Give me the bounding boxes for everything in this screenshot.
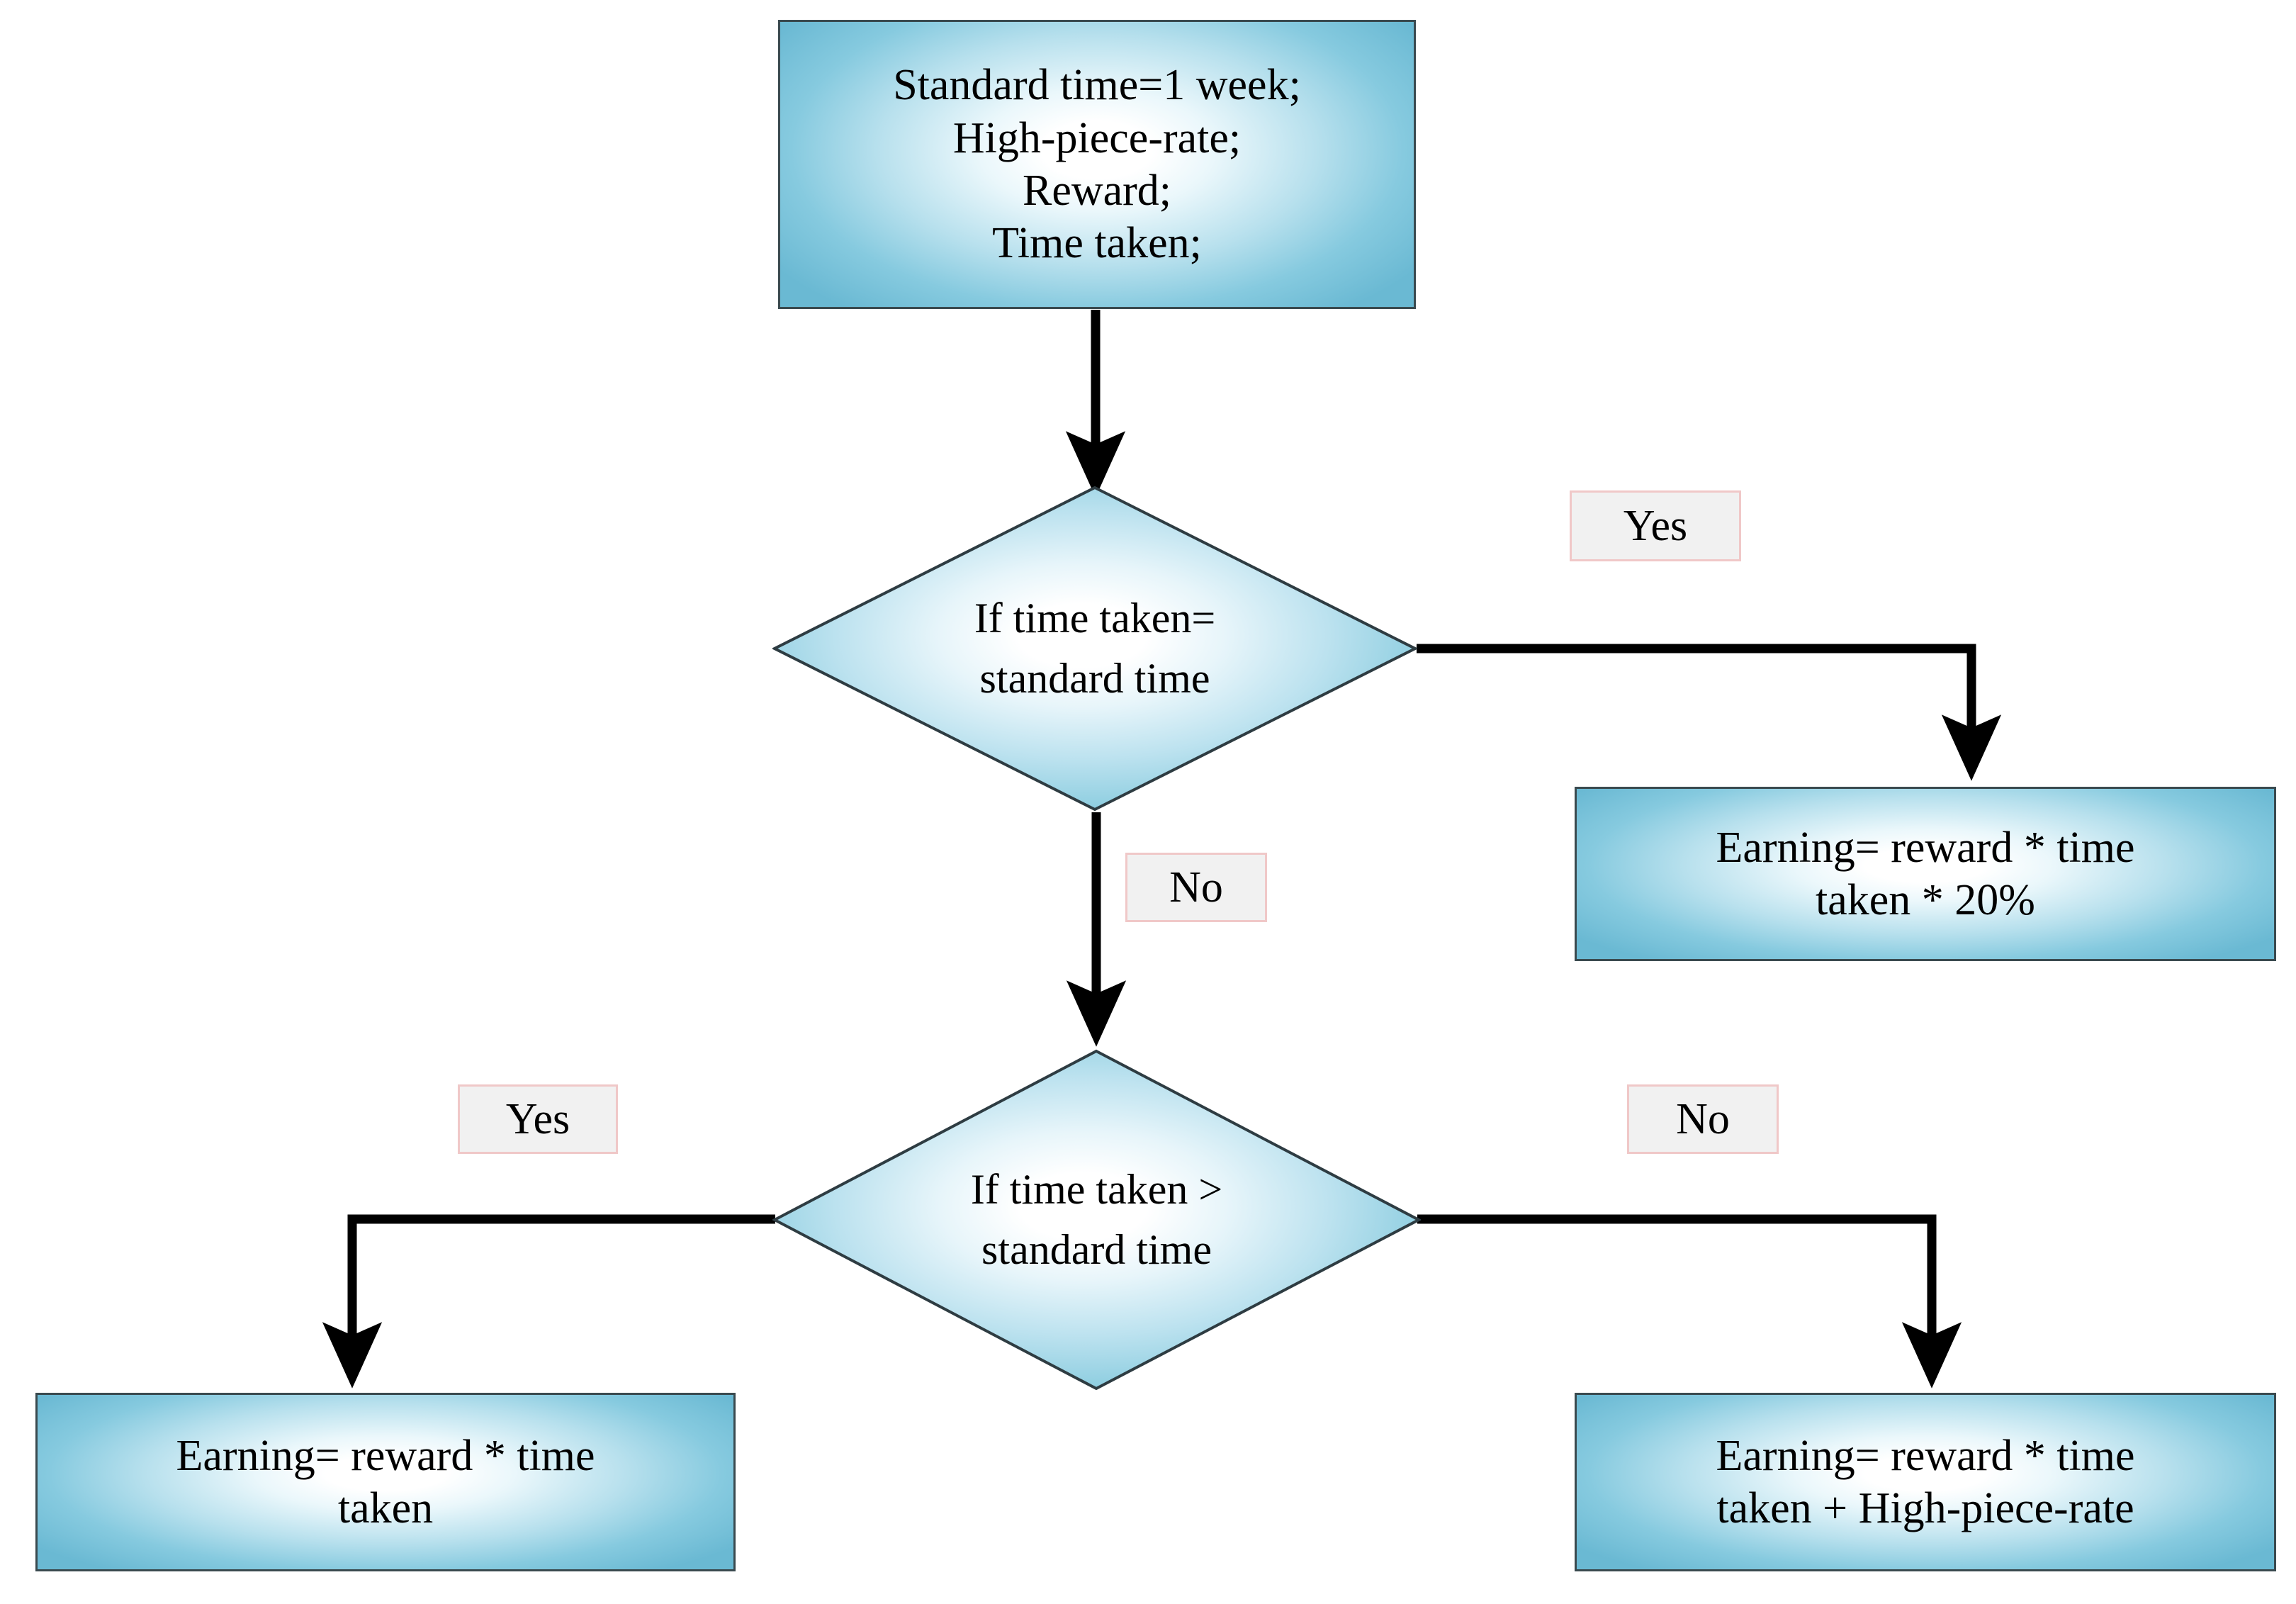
node-decision-time-greater[interactable]: If time taken > standard time — [772, 1049, 1421, 1391]
node-decision-time-equal[interactable]: If time taken= standard time — [772, 486, 1417, 812]
node-decision-time-equal-label: If time taken= standard time — [974, 594, 1216, 702]
node-earning-plain-label: Earning= reward * time taken — [176, 1431, 595, 1532]
edge-label-greater-no-text: No — [1676, 1095, 1730, 1143]
node-earning-high-piece-rate[interactable]: Earning= reward * time taken + High-piec… — [1575, 1393, 2276, 1571]
diamond-shape — [772, 1049, 1421, 1391]
node-start-label: Standard time=1 week; High-piece-rate; R… — [893, 61, 1301, 268]
node-earning-twenty-percent-label: Earning= reward * time taken * 20% — [1716, 823, 2135, 924]
edge-label-equal-yes: Yes — [1570, 490, 1741, 561]
node-start[interactable]: Standard time=1 week; High-piece-rate; R… — [778, 20, 1416, 309]
edge-label-equal-no: No — [1125, 853, 1267, 922]
edge-decision-equal-yes — [1417, 644, 2002, 781]
node-earning-plain[interactable]: Earning= reward * time taken — [35, 1393, 736, 1571]
edge-label-greater-yes-text: Yes — [505, 1095, 570, 1143]
edge-label-equal-no-text: No — [1169, 863, 1223, 912]
edge-label-equal-yes-text: Yes — [1623, 502, 1688, 550]
edge-decision-greater-yes — [322, 1214, 775, 1389]
node-earning-twenty-percent[interactable]: Earning= reward * time taken * 20% — [1575, 787, 2276, 961]
node-decision-time-greater-label: If time taken > standard time — [970, 1165, 1223, 1273]
diamond-shape — [772, 486, 1417, 812]
edge-label-greater-yes: Yes — [458, 1084, 618, 1154]
edge-label-greater-no: No — [1627, 1084, 1779, 1154]
node-earning-high-piece-rate-label: Earning= reward * time taken + High-piec… — [1716, 1431, 2135, 1532]
edge-decision-greater-no — [1417, 1214, 1962, 1389]
